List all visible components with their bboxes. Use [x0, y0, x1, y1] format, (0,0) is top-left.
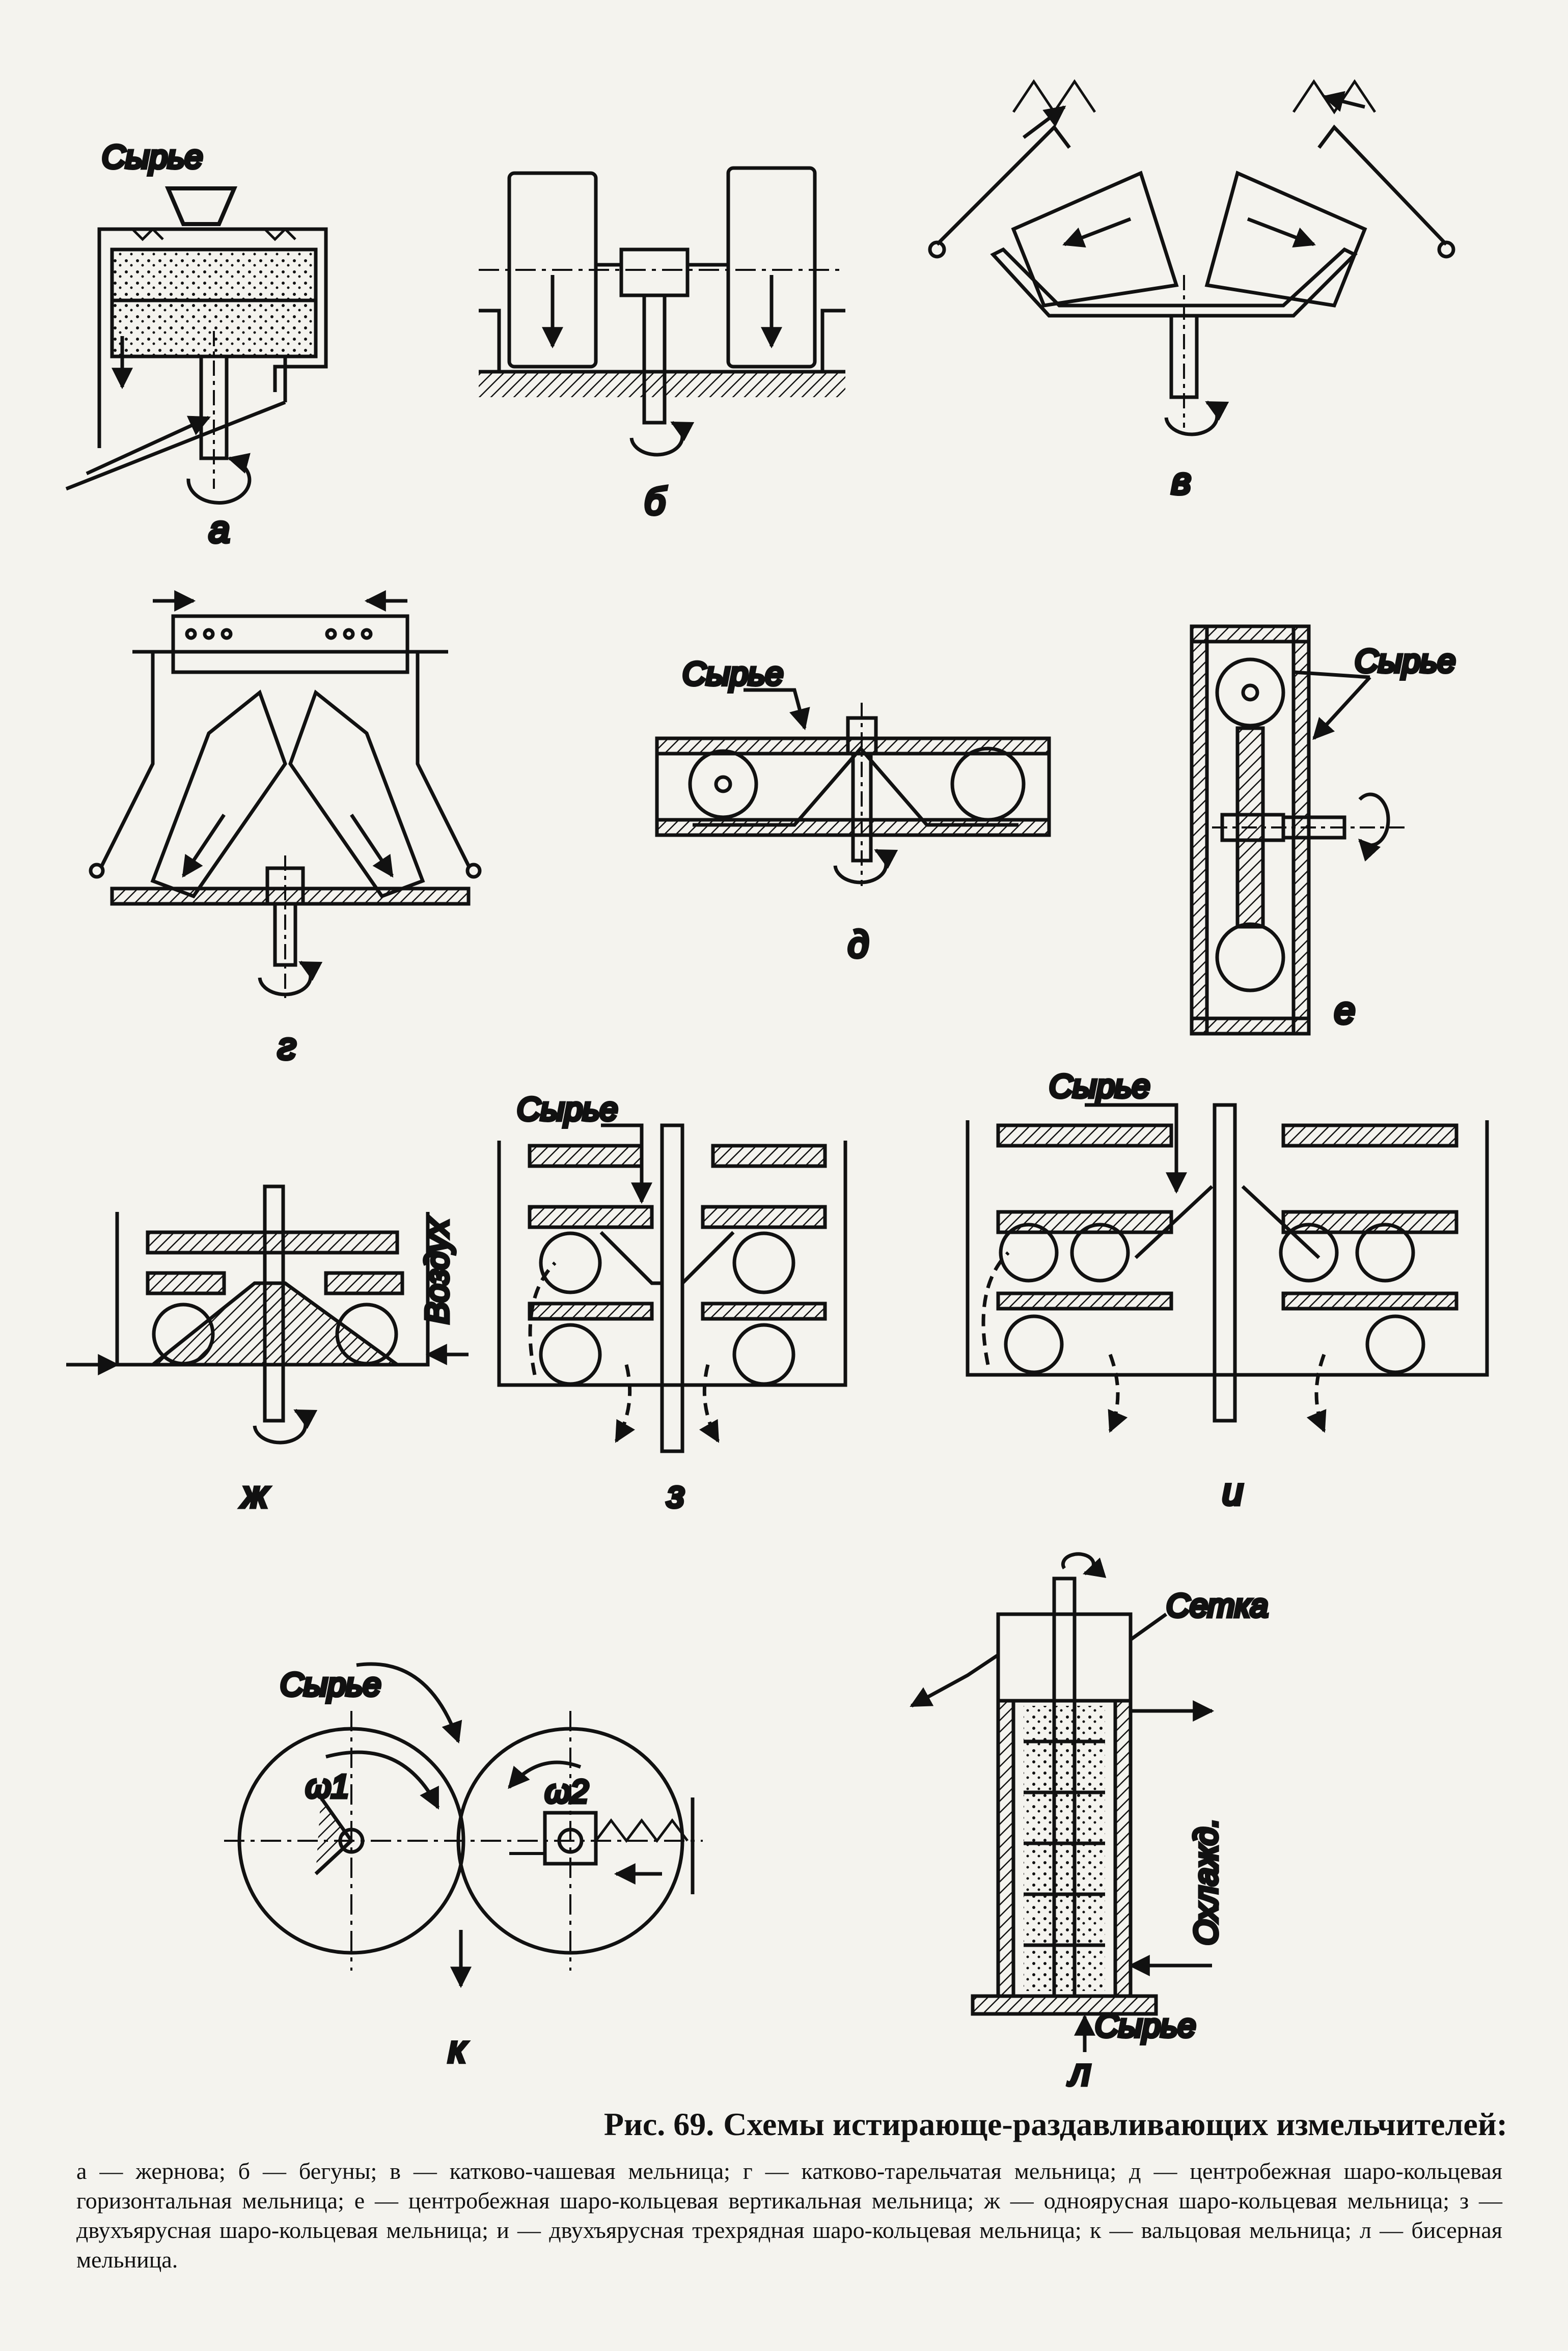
diagram-l-bead-mill [910, 1552, 1215, 2052]
diagram-v-roller-bowl-mill [928, 79, 1455, 436]
diagram-k-raw-label: Сырье [280, 1666, 381, 1703]
figure-caption-legend: а — жернова; б — бегуны; в — катково-чаш… [76, 2158, 1502, 2273]
diagram-z-raw-label: Сырье [517, 1091, 618, 1127]
diagram-g-roller-plate-mill [89, 590, 482, 998]
diagram-i-three-row-mill [966, 1103, 1489, 1433]
diagram-d-raw-label: Сырье [682, 655, 783, 692]
diagram-e-caption-letter: е [1334, 989, 1355, 1032]
diagram-e-vertical-ball-ring-mill [1190, 624, 1406, 1036]
diagram-d-caption-letter: д [848, 923, 869, 965]
diagram-zh-air-label: Воздух [419, 1219, 455, 1324]
diagram-e-raw-label: Сырье [1355, 643, 1455, 679]
diagram-zh-single-tier-mill [66, 1184, 469, 1445]
diagram-l-cooling-label: Охлажд. [1188, 1818, 1224, 1945]
diagram-a-raw-label: Сырье [102, 139, 203, 175]
diagram-a-millstones [65, 186, 328, 505]
diagram-k-caption-letter: к [448, 2028, 467, 2070]
diagram-l-caption-letter: л [1067, 2051, 1091, 2093]
diagram-i-raw-label: Сырье [1049, 1068, 1150, 1104]
diagram-d-horizontal-ball-ring-mill [655, 688, 1051, 886]
diagram-g-caption-letter: г [278, 1025, 296, 1067]
figure-number: Рис. 69. [603, 2106, 714, 2142]
diagram-l-raw-label: Сырье [1095, 2007, 1196, 2044]
diagram-k-omega2-label: ω2 [545, 1773, 588, 1810]
diagram-zh-caption-letter: ж [240, 1473, 269, 1515]
diagram-z-caption-letter: з [667, 1473, 684, 1515]
diagram-b-caption-letter: б [644, 480, 667, 522]
figure-title: Схемы истирающе-раздавливающих измельчит… [723, 2106, 1507, 2142]
figure-caption-title: Рис. 69.Схемы истирающе-раздавливающих и… [387, 2106, 1507, 2143]
diagram-k-omega1-label: ω1 [306, 1768, 349, 1805]
diagram-v-caption-letter: в [1171, 460, 1191, 502]
diagram-a-caption-letter: а [209, 508, 230, 550]
diagram-l-mesh-label: Сетка [1166, 1587, 1268, 1624]
diagram-k-roller-mill [224, 1662, 703, 1988]
diagram-i-caption-letter: и [1222, 1471, 1243, 1513]
diagram-z-two-tier-mill [497, 1123, 847, 1453]
diagram-b-edge-runners [479, 166, 845, 457]
